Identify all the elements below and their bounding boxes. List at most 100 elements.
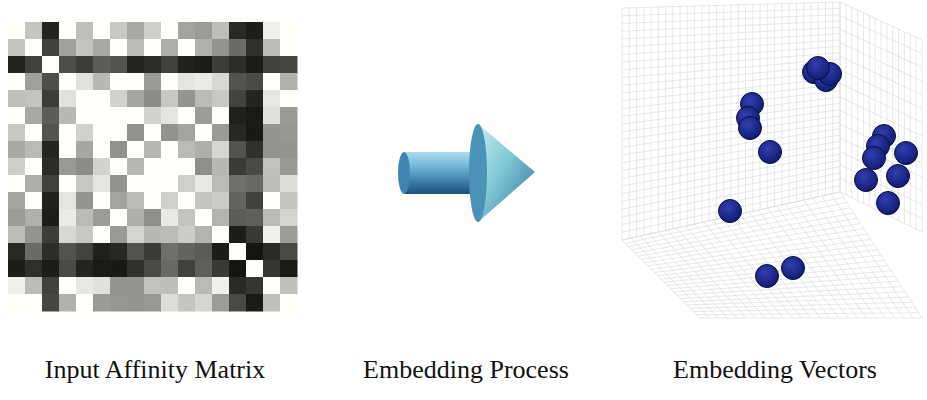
- grid-line: [840, 192, 922, 318]
- matrix-cell: [144, 294, 162, 312]
- matrix-cell: [161, 158, 179, 176]
- matrix-cell: [76, 192, 94, 210]
- matrix-cell: [178, 294, 196, 312]
- matrix-cell: [246, 226, 264, 244]
- grid-line: [671, 271, 892, 289]
- grid-line: [622, 135, 840, 170]
- matrix-cell: [93, 294, 111, 312]
- grid-line: [622, 122, 840, 155]
- matrix-cell: [42, 243, 60, 261]
- matrix-cell: [178, 22, 196, 40]
- matrix-cell: [110, 243, 128, 261]
- grid-line: [622, 116, 840, 147]
- matrix-cell: [195, 107, 213, 125]
- grid-line: [687, 297, 908, 305]
- matrix-cell: [127, 260, 145, 278]
- matrix-cell: [161, 124, 179, 142]
- matrix-cell: [212, 90, 230, 108]
- grid-line: [818, 3, 819, 197]
- matrix-cell: [246, 294, 264, 312]
- matrix-cell: [263, 124, 281, 142]
- matrix-cell: [212, 209, 230, 227]
- matrix-cell: [25, 260, 43, 278]
- matrix-cell: [76, 260, 94, 278]
- matrix-cell: [59, 209, 77, 227]
- matrix-cell: [144, 39, 162, 57]
- matrix-cell: [161, 260, 179, 278]
- matrix-cell: [229, 107, 247, 125]
- matrix-cell: [144, 175, 162, 193]
- matrix-cell: [144, 90, 162, 108]
- matrix-cell: [110, 56, 128, 74]
- matrix-cell: [8, 158, 26, 176]
- matrix-cell: [246, 124, 264, 142]
- matrix-cell: [8, 124, 26, 142]
- matrix-cell: [59, 175, 77, 193]
- matrix-cell: [42, 39, 60, 57]
- matrix-cell: [246, 260, 264, 278]
- matrix-cell: [42, 192, 60, 210]
- grid-line: [810, 3, 811, 199]
- grid-line: [910, 35, 911, 227]
- matrix-cell: [229, 22, 247, 40]
- matrix-cell: [263, 22, 281, 40]
- matrix-cell: [42, 260, 60, 278]
- matrix-cell: [161, 39, 179, 57]
- matrix-cell: [8, 243, 26, 261]
- matrix-cell: [246, 73, 264, 91]
- matrix-cell: [263, 175, 281, 193]
- matrix-cell: [8, 192, 26, 210]
- matrix-cell: [280, 124, 298, 142]
- matrix-cell: [280, 56, 298, 74]
- matrix-cell: [93, 56, 111, 74]
- matrix-cell: [280, 260, 298, 278]
- matrix-cell: [178, 56, 196, 74]
- matrix-cell: [212, 141, 230, 159]
- matrix-cell: [25, 107, 43, 125]
- matrix-cell: [42, 277, 60, 295]
- matrix-cell: [110, 277, 128, 295]
- matrix-cell: [263, 294, 281, 312]
- matrix-cell: [127, 226, 145, 244]
- grid-line: [622, 110, 840, 140]
- matrix-cell: [93, 124, 111, 142]
- matrix-cell: [229, 260, 247, 278]
- matrix-cell: [161, 90, 179, 108]
- caption-label: Input Affinity Matrix: [45, 355, 266, 385]
- matrix-cell: [8, 175, 26, 193]
- matrix-cell: [93, 192, 111, 210]
- matrix-cell: [144, 277, 162, 295]
- matrix-cell: [25, 124, 43, 142]
- matrix-cell: [8, 209, 26, 227]
- affinity-matrix: [8, 22, 298, 312]
- matrix-cell: [229, 192, 247, 210]
- matrix-cell: [42, 124, 60, 142]
- matrix-cell: [42, 22, 60, 40]
- matrix-cell: [178, 107, 196, 125]
- matrix-cell: [8, 56, 26, 74]
- matrix-cell: [76, 209, 94, 227]
- embedding-point: [807, 57, 830, 80]
- matrix-cell: [280, 294, 298, 312]
- matrix-cell: [8, 39, 26, 57]
- matrix-cell: [110, 294, 128, 312]
- matrix-cell: [161, 73, 179, 91]
- matrix-cell: [280, 90, 298, 108]
- matrix-cell: [93, 73, 111, 91]
- matrix-cell: [144, 107, 162, 125]
- matrix-cell: [93, 141, 111, 159]
- embedding-point: [877, 192, 900, 215]
- matrix-cell: [93, 107, 111, 125]
- matrix-cell: [59, 90, 77, 108]
- matrix-cell: [25, 277, 43, 295]
- matrix-cell: [212, 107, 230, 125]
- embedding-point: [887, 165, 910, 188]
- matrix-cell: [178, 209, 196, 227]
- matrix-cell: [195, 90, 213, 108]
- matrix-cell: [229, 73, 247, 91]
- matrix-cell: [8, 73, 26, 91]
- grid-line: [825, 2, 826, 195]
- embedding-point: [895, 142, 918, 165]
- matrix-cell: [161, 56, 179, 74]
